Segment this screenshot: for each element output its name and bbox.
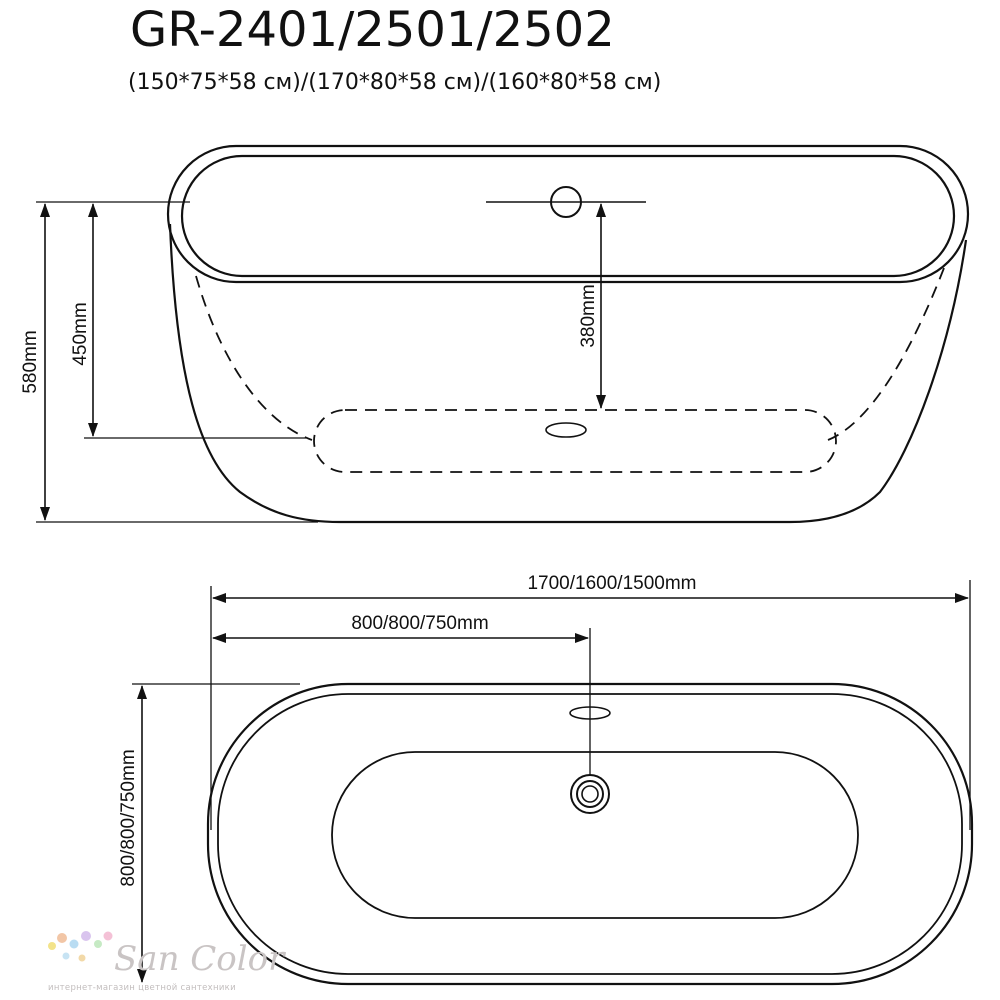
dim-label-580: 580mm	[20, 330, 41, 393]
watermark-tagline: интернет-магазин цветной сантехники	[48, 983, 236, 993]
tub-rim-inner	[180, 154, 956, 278]
drain-outline	[545, 422, 587, 438]
dim-label-450: 450mm	[70, 302, 91, 365]
watermark-brand: San Color	[114, 939, 286, 979]
watermark-logo: San Color интернет-магазин цветной санте…	[48, 931, 286, 993]
basin-floor	[313, 409, 837, 473]
dim-label-380: 380mm	[578, 284, 599, 347]
drain-ring-mid	[576, 780, 604, 808]
tub-rim-outer	[166, 144, 970, 284]
basin-floor-top	[331, 751, 859, 919]
model-title: GR-2401/2501/2502	[130, 2, 615, 58]
side-view	[36, 144, 970, 524]
basin-wall-left	[195, 275, 313, 441]
basin-wall-right	[827, 267, 945, 441]
drain-ring-inner	[581, 785, 599, 803]
dim-label-width: 800/800/750mm	[118, 749, 139, 886]
tub-body-outline	[168, 223, 968, 524]
logo-dots-icon	[48, 931, 113, 962]
model-sizes: (150*75*58 см)/(170*80*58 см)/(160*80*58…	[128, 70, 662, 95]
top-view	[132, 580, 974, 986]
dim-label-length: 1700/1600/1500mm	[527, 573, 696, 594]
dim-label-drain: 800/800/750mm	[351, 613, 488, 634]
